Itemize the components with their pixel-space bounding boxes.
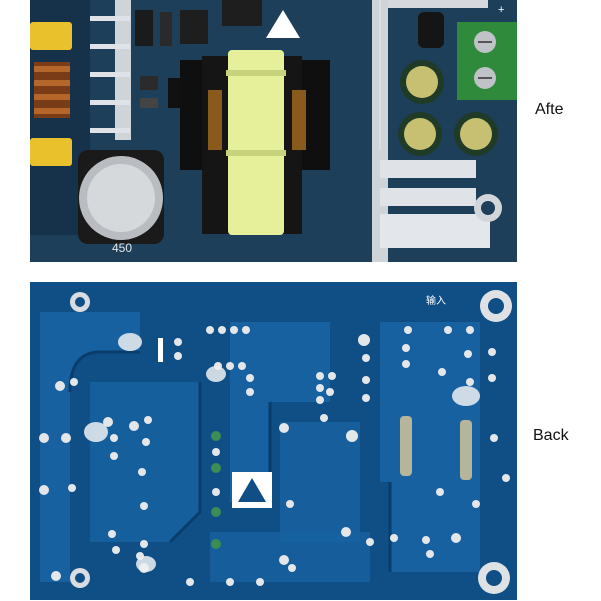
yellow-capacitor [30, 22, 72, 50]
output-capacitor [400, 60, 444, 104]
yellow-capacitor [30, 138, 72, 166]
back-label: Back [533, 427, 569, 444]
terminal-block [457, 22, 517, 100]
solder-blobs [84, 333, 480, 572]
output-capacitor [398, 112, 442, 156]
smd-resistor [140, 76, 158, 90]
board-logo-icon [232, 472, 272, 508]
mounting-hole [70, 292, 90, 312]
silkscreen-mark [158, 338, 163, 362]
component-footprint [400, 416, 472, 480]
mounting-hole [480, 290, 512, 322]
copper-traces [40, 312, 480, 582]
via-holes [211, 431, 221, 549]
electrolytic-capacitor-large: 450 [78, 150, 164, 255]
transistor [135, 10, 153, 46]
solder-side-photo: 输入 [30, 282, 517, 600]
after-label: Afte [535, 101, 564, 118]
input-silkscreen-label: 输入 [426, 294, 446, 307]
transformer-core [228, 50, 284, 235]
mounting-hole [478, 562, 510, 594]
capacitor-marking: 450 [112, 241, 132, 255]
component-side-photo: 450 [30, 0, 517, 262]
transformer [180, 50, 330, 235]
polarity-mark: + [498, 4, 504, 16]
board-logo-icon [266, 10, 300, 38]
output-capacitor [454, 112, 498, 156]
left-heatsink [90, 0, 131, 140]
mounting-hole [70, 568, 90, 588]
inductor-coil [34, 62, 70, 118]
ic-chip [180, 10, 208, 44]
